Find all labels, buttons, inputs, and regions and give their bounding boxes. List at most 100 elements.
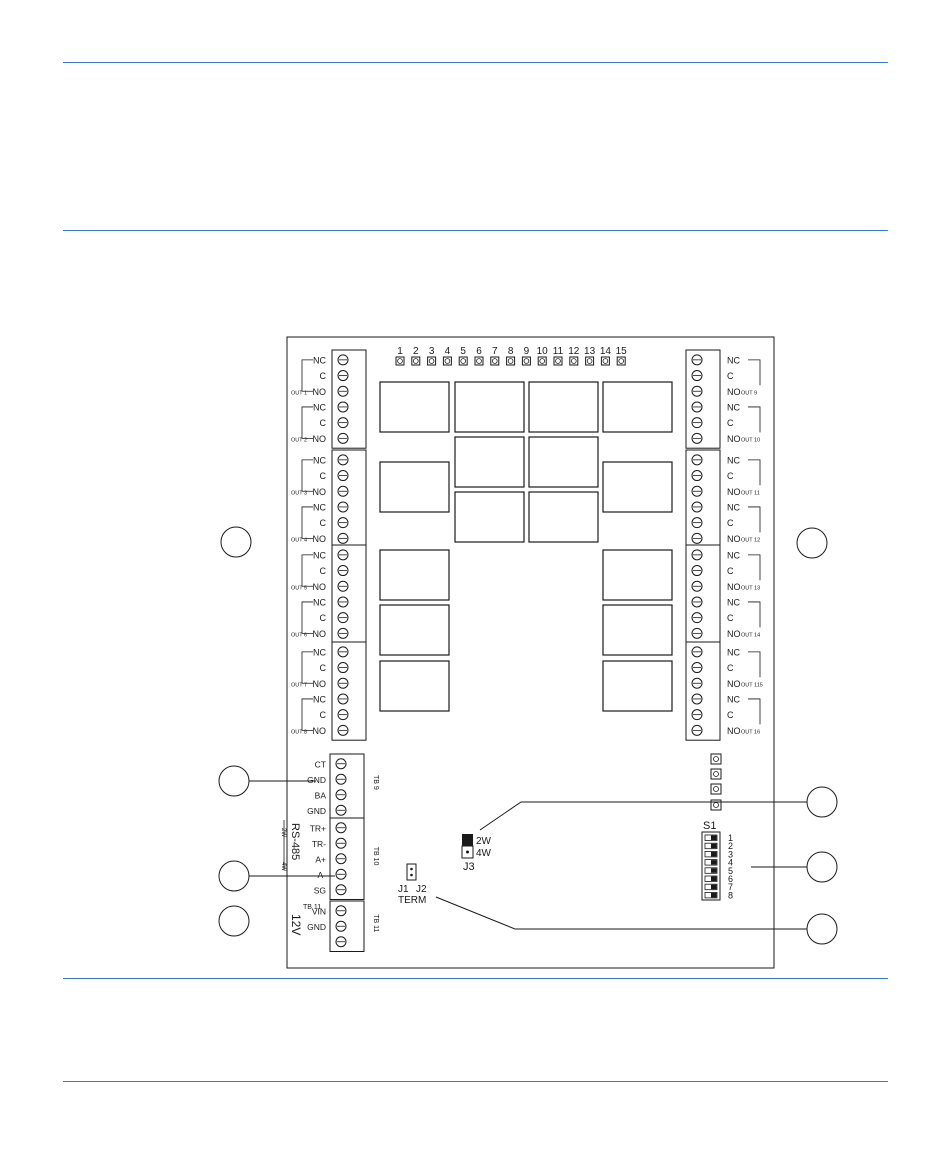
left-terminal-label: NO	[313, 629, 327, 639]
right-output-label: OUT 9	[741, 390, 757, 396]
terminal-block-body	[685, 544, 721, 644]
left-terminal-label: NC	[313, 647, 326, 657]
relay	[379, 381, 450, 433]
right-output-bracket	[748, 698, 761, 725]
dip-position-label: 5	[728, 866, 733, 876]
left-terminal-label: NO	[313, 387, 327, 397]
pin-label: GND	[307, 806, 326, 816]
svg-text:4W: 4W	[280, 862, 286, 871]
left-terminal-label: C	[320, 518, 327, 528]
led-ring	[412, 358, 419, 364]
terminal-block-body	[329, 817, 365, 900]
leader-lines	[249, 780, 807, 930]
relay	[528, 381, 599, 433]
led-12: 12	[568, 346, 580, 366]
right-output-bracket	[748, 506, 761, 533]
led-pad	[569, 356, 579, 366]
status-pad	[710, 783, 722, 795]
left-output-bracket	[301, 601, 313, 634]
tb9-block	[329, 753, 365, 821]
left-terminal-label: C	[320, 663, 327, 673]
left-output-label: OUT 5	[291, 585, 307, 591]
led-ring	[491, 358, 498, 364]
left-output-bracket	[301, 506, 313, 539]
block-name-label: TB 11	[372, 914, 379, 932]
right-output-bracket	[748, 359, 761, 386]
right-output-bracket	[748, 601, 761, 628]
relay	[528, 491, 599, 543]
led-pad	[411, 356, 421, 366]
right-terminal-label: C	[727, 710, 734, 720]
relay	[454, 381, 525, 433]
terminal-block-body	[685, 449, 721, 549]
led-label: 6	[476, 346, 482, 357]
pin-label: TR-	[312, 839, 326, 849]
terminal-block-body	[685, 349, 721, 449]
left-output-bracket	[301, 406, 313, 439]
led-label: 5	[460, 346, 466, 357]
led-pad	[442, 356, 452, 366]
relay	[528, 436, 599, 488]
relay	[379, 549, 450, 601]
svg-text:2W: 2W	[280, 828, 286, 837]
block-name: TB 10	[372, 847, 379, 866]
pin-label: CT	[315, 759, 326, 769]
dip-knob	[711, 868, 717, 873]
left-terminal-label: C	[320, 710, 327, 720]
right-output-label: OUT 13	[741, 585, 760, 591]
left-terminal-label: NC	[313, 355, 326, 365]
top-rule-2	[63, 230, 888, 231]
left-output-bracket	[301, 359, 313, 392]
right-terminal-label: NC	[727, 550, 740, 560]
led-5: 5	[458, 346, 468, 366]
left-block-2	[331, 449, 367, 549]
led-6: 6	[474, 346, 484, 366]
dip-position-label: 4	[728, 858, 733, 868]
relay	[379, 660, 450, 712]
left-output-label: OUT 3	[291, 490, 307, 496]
left-terminal-label: NC	[313, 402, 326, 412]
terminal-block-body	[685, 641, 721, 741]
left-output-label: OUT 1	[291, 390, 307, 396]
right-output-bracket	[748, 554, 761, 581]
bottom-rule-2	[63, 1081, 888, 1082]
led-10: 10	[537, 346, 548, 366]
right-output-label: OUT 12	[741, 537, 760, 543]
led-label: 12	[568, 346, 580, 357]
top-rule-1	[63, 62, 888, 63]
led-pad	[395, 356, 405, 366]
left-output-label: OUT 4	[291, 537, 307, 543]
left-terminal-label: C	[320, 471, 327, 481]
left-terminal-label: NC	[313, 502, 326, 512]
right-terminal-label: NO	[727, 487, 741, 497]
callout-circle-right-mount	[796, 527, 828, 559]
led-ring	[507, 358, 514, 364]
led-ring	[523, 358, 530, 364]
right-output-label: OUT 10	[741, 437, 760, 443]
right-terminal-label: NC	[727, 502, 740, 512]
j3-label: J3	[463, 861, 475, 873]
relay	[602, 660, 673, 712]
led-label: 13	[584, 346, 596, 357]
led-label: 1	[397, 346, 403, 357]
rs485-side-label: RS-485	[289, 823, 301, 860]
callouts	[218, 526, 838, 945]
right-terminal-label: NC	[727, 402, 740, 412]
dip-position-label: 7	[728, 882, 733, 892]
relay	[602, 549, 673, 601]
led-14: 14	[600, 346, 611, 366]
right-block-2	[685, 449, 721, 549]
right-output-label: OUT 14	[741, 632, 760, 638]
left-terminal-label: NO	[313, 726, 327, 736]
led-label: 7	[492, 346, 498, 357]
term-j2-label: J2	[416, 884, 427, 895]
led-pad	[521, 356, 531, 366]
right-output-label: OUT 11	[741, 490, 760, 496]
right-terminal-label: NC	[727, 694, 740, 704]
relay	[602, 461, 673, 513]
callout-circle-tb11	[218, 905, 250, 937]
leader-j3	[479, 801, 807, 831]
